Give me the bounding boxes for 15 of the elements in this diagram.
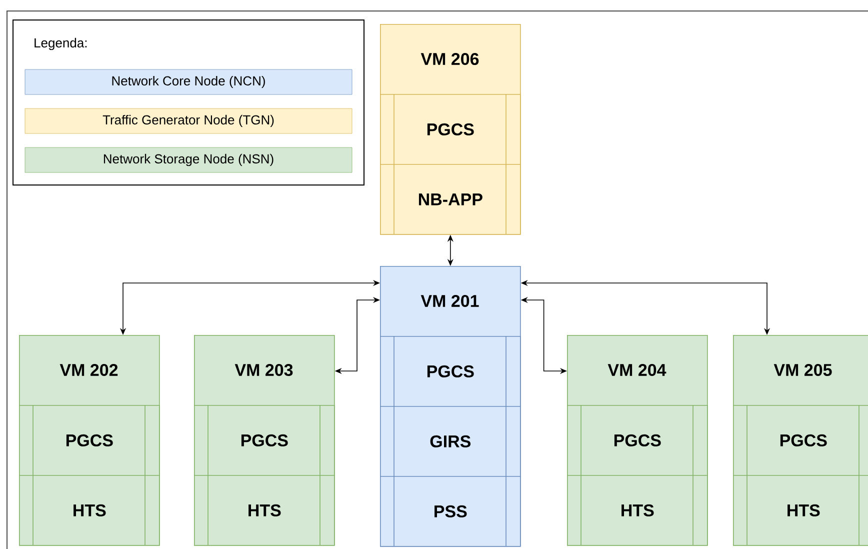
row-box: PGCS — [567, 404, 708, 476]
row-box: PSS — [380, 476, 521, 547]
row-box: PGCS — [380, 336, 521, 407]
row-box: PGCS — [733, 404, 868, 476]
row-box: PGCS — [194, 404, 335, 476]
row-box: PGCS — [19, 404, 160, 476]
node-label: PGCS — [780, 434, 827, 446]
row-box: HTS — [733, 474, 868, 546]
row-box: PGCS — [380, 94, 521, 165]
row-box: NB-APP — [380, 164, 521, 235]
row-box: HTS — [194, 474, 335, 546]
row-box: HTS — [19, 474, 160, 546]
row-box: HTS — [567, 474, 708, 546]
row-box: GIRS — [380, 406, 521, 477]
legend-title: Legenda: — [34, 38, 87, 50]
